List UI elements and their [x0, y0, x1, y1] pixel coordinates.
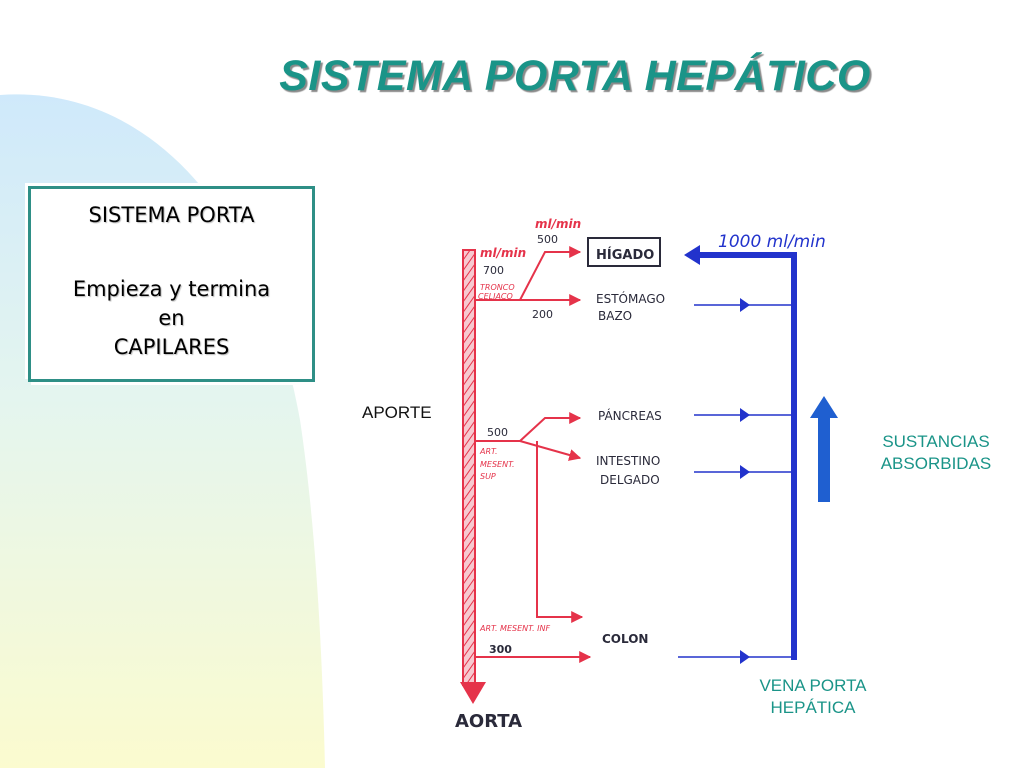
unit-top-label: ml/min — [535, 217, 581, 231]
tributary-arrow-icon-2 — [740, 408, 750, 422]
aporte-label: APORTE — [362, 403, 432, 422]
info-line-en: en — [158, 306, 185, 330]
flow-colon-label: 300 — [489, 643, 512, 656]
celiac-label-2: CELIACO — [478, 292, 513, 301]
organ-delgado: DELGADO — [600, 473, 660, 487]
organ-bazo: BAZO — [598, 309, 632, 323]
organ-intestino: INTESTINO — [596, 454, 660, 468]
organ-colon: COLON — [602, 632, 648, 646]
aorta-label: AORTA — [455, 711, 522, 732]
info-box: SISTEMA PORTA Empieza y termina en CAPIL… — [28, 186, 315, 382]
tributary-arrow-icon-4 — [740, 650, 750, 664]
flow-celiac-label: 700 — [483, 264, 504, 277]
absorbidas-line: ABSORBIDAS — [880, 454, 992, 473]
vena-porta-label: VENA PORTA HEPÁTICA — [738, 675, 888, 719]
portal-vein — [678, 252, 797, 660]
info-line-empieza: Empieza y termina — [72, 277, 271, 301]
mes-sup-label-2: MESENT. — [480, 460, 515, 469]
mes-sup-label-1: ART. — [479, 447, 498, 456]
celiac-branch — [476, 246, 582, 306]
vena-porta-line: VENA PORTA — [759, 676, 867, 695]
organ-pancreas: PÁNCREAS — [598, 408, 662, 423]
sustancias-absorbidas-label: SUSTANCIAS ABSORBIDAS — [856, 431, 1016, 475]
info-box-heading: SISTEMA PORTA — [88, 203, 255, 227]
portal-flow-label: 1000 ml/min — [718, 232, 826, 252]
info-box-body: Empieza y termina en CAPILARES — [31, 275, 312, 362]
portal-arrowhead-icon — [684, 245, 700, 265]
mesenteric-sup-branch — [476, 412, 584, 623]
flow-stomach-label: 200 — [532, 308, 553, 321]
tributary-arrow-icon-3 — [740, 465, 750, 479]
mes-inf-label: ART. MESENT. INF — [479, 624, 550, 633]
slide-title: SISTEMA PORTA HEPÁTICO — [279, 52, 871, 100]
flow-hepatic-label: 500 — [537, 233, 558, 246]
tributary-arrow-icon-1 — [740, 298, 750, 312]
organ-higado: HÍGADO — [596, 247, 654, 263]
hepatica-line: HEPÁTICA — [770, 698, 856, 717]
organ-estomago: ESTÓMAGO — [596, 291, 665, 306]
info-line-capilares: CAPILARES — [113, 335, 230, 359]
mes-sup-label-3: SUP — [480, 472, 496, 481]
absorption-up-arrow-icon — [810, 396, 838, 502]
aorta-vessel — [462, 249, 476, 686]
unit-left-label: ml/min — [480, 246, 526, 260]
sustancias-line: SUSTANCIAS — [882, 432, 990, 451]
higado-box — [587, 237, 661, 267]
celiac-label-1: TRONCO — [480, 283, 515, 292]
aorta-down-arrow-icon — [460, 682, 486, 704]
flow-mes-sup-label: 500 — [487, 426, 508, 439]
